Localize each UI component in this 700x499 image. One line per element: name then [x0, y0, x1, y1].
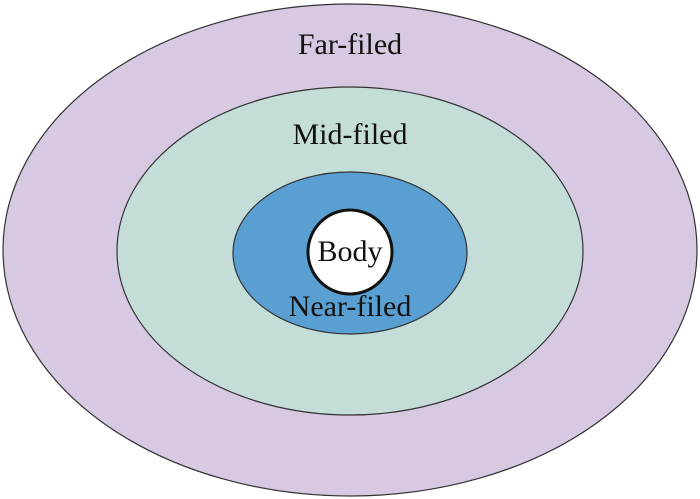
body-label: Body	[317, 235, 382, 268]
near-field-label: Near-filed	[289, 290, 412, 323]
mid-field-label: Mid-filed	[293, 118, 408, 151]
body-circle	[306, 208, 394, 296]
far-field-label: Far-filed	[298, 28, 402, 61]
